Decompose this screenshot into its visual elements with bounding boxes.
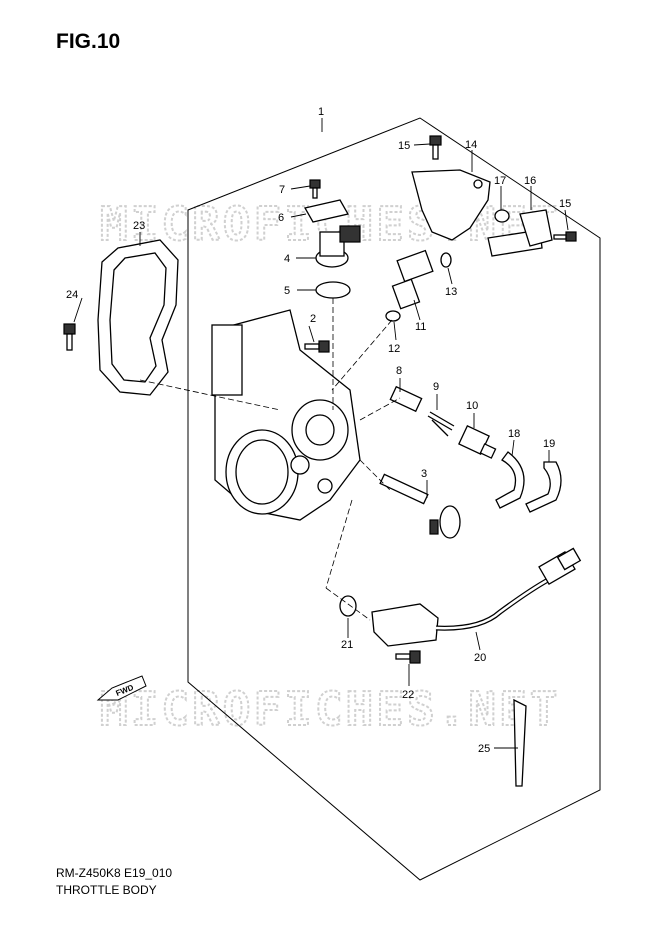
callout-3: 3 (421, 468, 427, 480)
plunger-part-8 (389, 385, 423, 413)
callout-leaders (73, 118, 569, 749)
callout-6: 6 (278, 212, 284, 224)
callout-16: 16 (524, 175, 536, 187)
bracket-part-14 (411, 169, 491, 241)
hose-part-18 (495, 451, 525, 509)
sensor-part-20 (371, 547, 582, 647)
pipe-part-16 (487, 209, 553, 257)
callout-1: 1 (318, 106, 324, 118)
nut-part-10 (458, 425, 497, 459)
callout-5: 5 (284, 285, 290, 297)
callout-20: 20 (474, 652, 486, 664)
adjuster-part-3 (379, 473, 461, 539)
figure-code: RM-Z450K8 E19_010 (56, 866, 173, 880)
callout-4: 4 (284, 253, 290, 265)
holder-part-6 (304, 199, 349, 223)
injector-part-11 (391, 249, 434, 310)
figure-caption: THROTTLE BODY (56, 883, 157, 897)
o-ring-part-21 (339, 595, 357, 617)
callout-23: 23 (133, 220, 145, 232)
o-ring-part-17 (494, 209, 510, 223)
callout-15-right: 15 (559, 198, 571, 210)
callout-19: 19 (543, 438, 555, 450)
gasket-part-23 (97, 239, 179, 396)
callout-8: 8 (396, 365, 402, 377)
callout-2: 2 (310, 313, 316, 325)
watermark-bottom: MICROFICHES.NET (100, 682, 560, 736)
callout-10: 10 (466, 400, 478, 412)
o-ring-part-13 (440, 252, 452, 268)
fwd-arrow-icon: FWD (96, 675, 147, 701)
callout-12: 12 (388, 343, 400, 355)
callout-15-upper: 15 (398, 140, 410, 152)
callout-21: 21 (341, 639, 353, 651)
callout-11: 11 (415, 321, 426, 333)
callout-9: 9 (433, 381, 439, 393)
callout-14: 14 (465, 139, 477, 151)
callout-22: 22 (402, 689, 414, 701)
throttle-body (211, 309, 361, 521)
o-ring-part-12 (385, 310, 401, 322)
assembly-boundary (187, 117, 601, 881)
hose-part-19 (525, 461, 562, 513)
bolt-part-24 (63, 323, 76, 351)
spring-part-9 (427, 411, 455, 437)
callout-18: 18 (508, 428, 520, 440)
bolt-part-22 (395, 650, 421, 664)
screw-part-2 (304, 340, 330, 353)
callout-25: 25 (478, 743, 490, 755)
bolt-part-15-upper (429, 135, 442, 160)
callout-24: 24 (66, 289, 78, 301)
screw-part-7 (309, 179, 321, 199)
callout-13: 13 (445, 286, 457, 298)
callout-7: 7 (279, 184, 285, 196)
cable-tie-part-25 (513, 698, 527, 787)
assembly-guide-lines (139, 298, 401, 621)
o-ring-part-5 (315, 281, 351, 299)
callout-17: 17 (494, 175, 506, 187)
figure-title: FIG.10 (56, 30, 121, 53)
bolt-part-15-right (553, 231, 577, 242)
